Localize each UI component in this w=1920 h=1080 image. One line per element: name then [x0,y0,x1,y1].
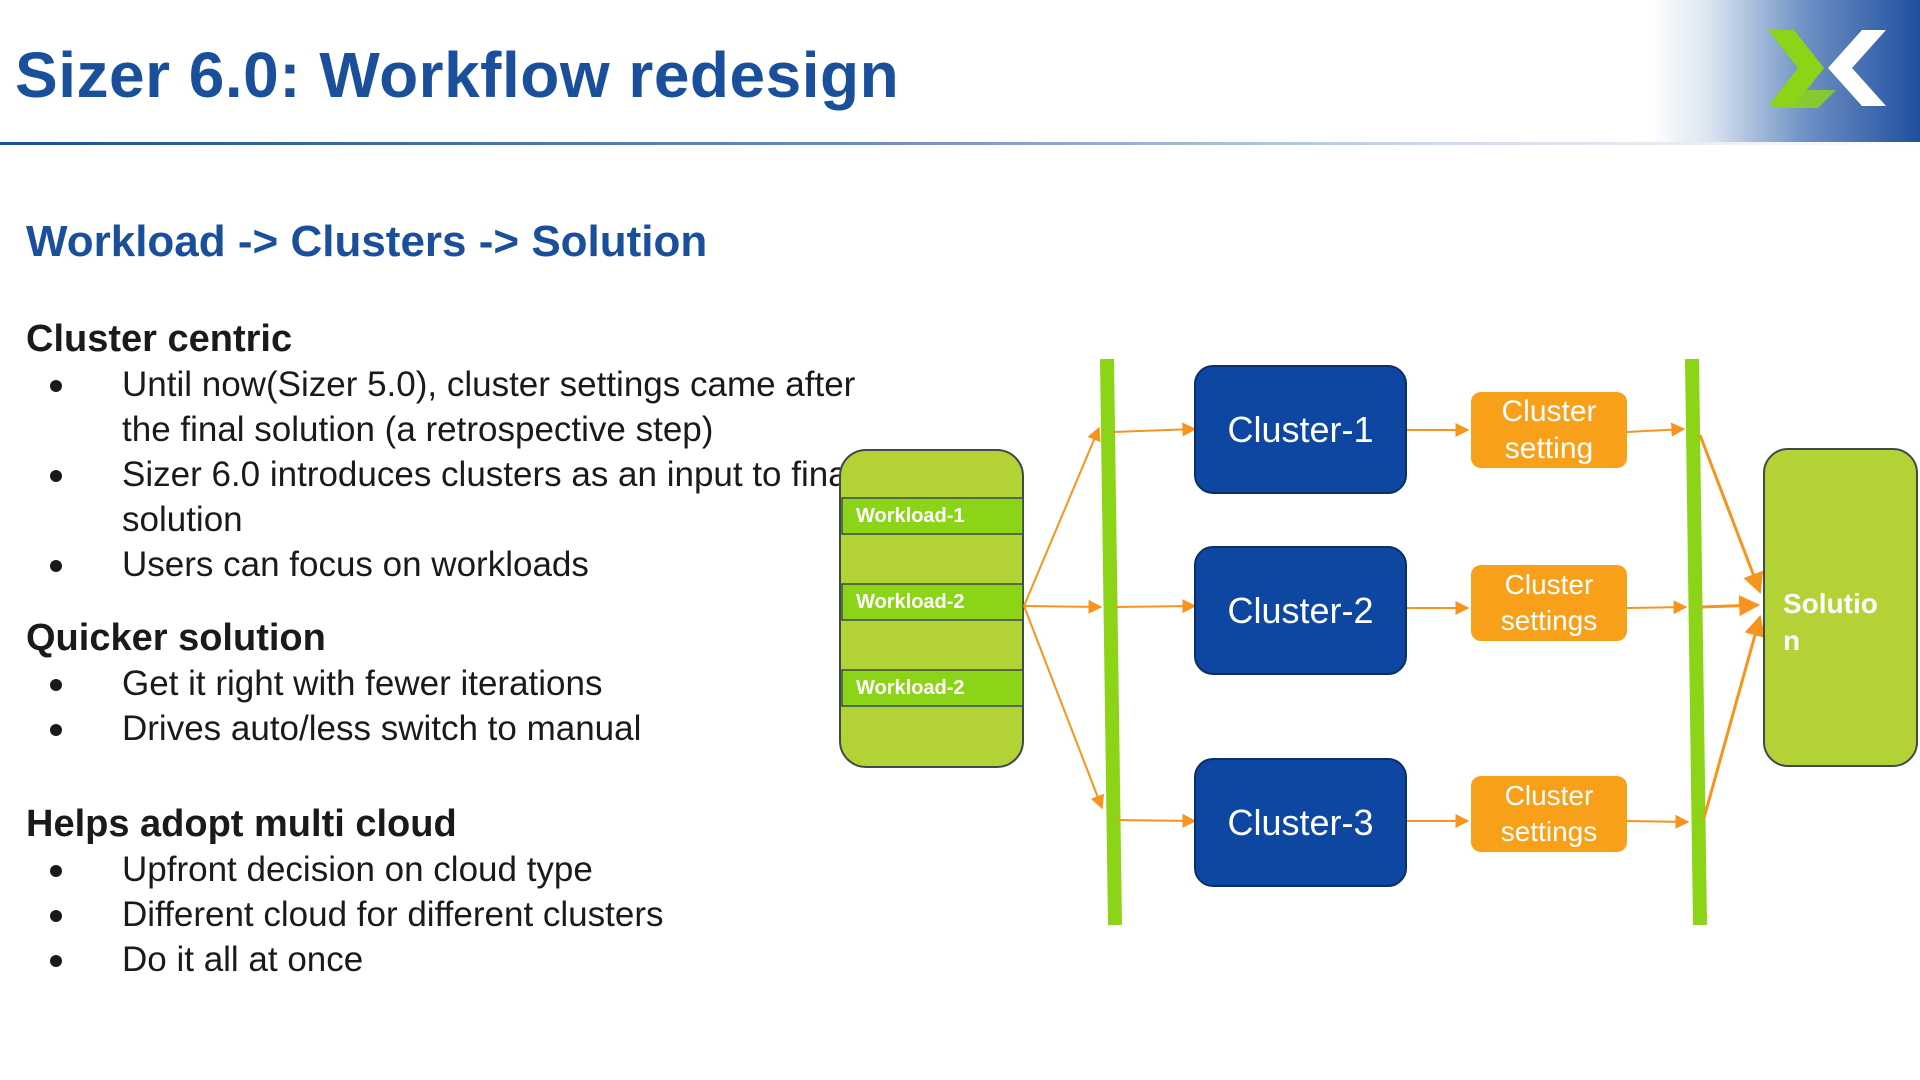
bullet-item: Upfront decision on cloud type [26,847,856,892]
bullet-item: Get it right with fewer iterations [26,661,856,706]
arrow [1112,422,1197,437]
bullet-dot-icon [50,910,62,922]
bullet-item: Users can focus on workloads [26,542,856,587]
bullet-text: Sizer 6.0 introduces clusters as an inpu… [122,455,856,539]
section-quicker-solution: Quicker solution Get it right with fewer… [26,615,856,751]
setting-label-line: settings [1500,605,1598,636]
bullet-list: Until now(Sizer 5.0), cluster settings c… [26,362,856,587]
setting-label-line: Cluster [1504,780,1594,811]
section-multi-cloud: Helps adopt multi cloud Upfront decision… [26,801,856,982]
setting-label: Cluster setting [1471,392,1627,468]
bullet-dot-icon [50,380,62,392]
arrow [1023,599,1103,614]
nutanix-logo-icon [1768,30,1886,108]
setting-label-line: settings [1500,816,1598,847]
workload-item-box [841,669,1024,707]
arrow [1116,813,1197,828]
bullet-text: Do it all at once [122,940,364,979]
slide-title: Sizer 6.0: Workflow redesign [15,39,900,111]
arrow [1023,605,1104,810]
content-sections: Cluster centric Until now(Sizer 5.0), cl… [26,316,856,982]
setting-box [1471,776,1627,852]
workload-item-box [841,497,1024,535]
setting-label: Cluster settings [1471,565,1627,641]
bullet-text: Get it right with fewer iterations [122,664,603,703]
setting-label: Cluster settings [1471,776,1627,852]
bullet-list: Upfront decision on cloud type Different… [26,847,856,982]
bullet-dot-icon [50,470,62,482]
arrow [1023,426,1101,607]
arrow [1626,814,1690,829]
arrow [1626,600,1688,615]
bullet-text: Upfront decision on cloud type [122,850,593,889]
bullet-dot-icon [50,955,62,967]
bullet-text: Different cloud for different clusters [122,895,664,934]
bullet-list: Get it right with fewer iterations Drive… [26,661,856,751]
arrow [1626,422,1686,437]
solution-box [1763,448,1918,767]
bullet-text: Drives auto/less switch to manual [122,709,642,748]
bullet-text: Until now(Sizer 5.0), cluster settings c… [122,365,856,449]
bullet-item: Sizer 6.0 introduces clusters as an inpu… [26,452,856,542]
section-heading: Cluster centric [26,318,293,360]
workload-item-box [841,583,1024,621]
bullet-item: Drives auto/less switch to manual [26,706,856,751]
cluster-box [1194,758,1407,887]
solution-label-line: Solutio [1783,588,1878,619]
bullet-item: Different cloud for different clusters [26,892,856,937]
setting-box [1471,565,1627,641]
bullet-dot-icon [50,679,62,691]
arrow [1114,599,1197,614]
section-heading: Quicker solution [26,617,326,659]
arrow [1702,614,1766,819]
workload-item-label: Workload-2 [856,590,965,613]
setting-label-line: Cluster [1501,395,1597,428]
cluster-label: Cluster-3 [1227,801,1374,843]
slide-header: Sizer 6.0: Workflow redesign [0,0,1920,145]
section-cluster-centric: Cluster centric Until now(Sizer 5.0), cl… [26,316,856,587]
workload-item-label: Workload-2 [856,676,965,699]
header-divider [0,142,1920,145]
bullet-item: Do it all at once [26,937,856,982]
solution-label: Solutio n [1783,585,1878,659]
cluster-label: Cluster-2 [1227,589,1374,631]
cluster-box [1194,546,1407,675]
setting-label-line: setting [1504,432,1594,465]
bullet-dot-icon [50,865,62,877]
fanin-bar [1685,358,1707,926]
fanout-bar [1100,358,1122,926]
cluster-box [1194,365,1407,494]
section-heading: Helps adopt multi cloud [26,803,457,845]
setting-label-line: Cluster [1504,569,1594,600]
arrow [1698,434,1764,594]
workload-item-label: Workload-1 [856,504,965,527]
slide-subtitle: Workload -> Clusters -> Solution [26,217,708,266]
bullet-dot-icon [50,724,62,736]
bullet-text: Users can focus on workloads [122,545,589,584]
bullet-dot-icon [50,560,62,572]
arrow [1701,595,1761,617]
setting-box [1471,392,1627,468]
cluster-label: Cluster-1 [1227,408,1374,450]
solution-label-line: n [1783,625,1801,656]
bullet-item: Until now(Sizer 5.0), cluster settings c… [26,362,856,452]
